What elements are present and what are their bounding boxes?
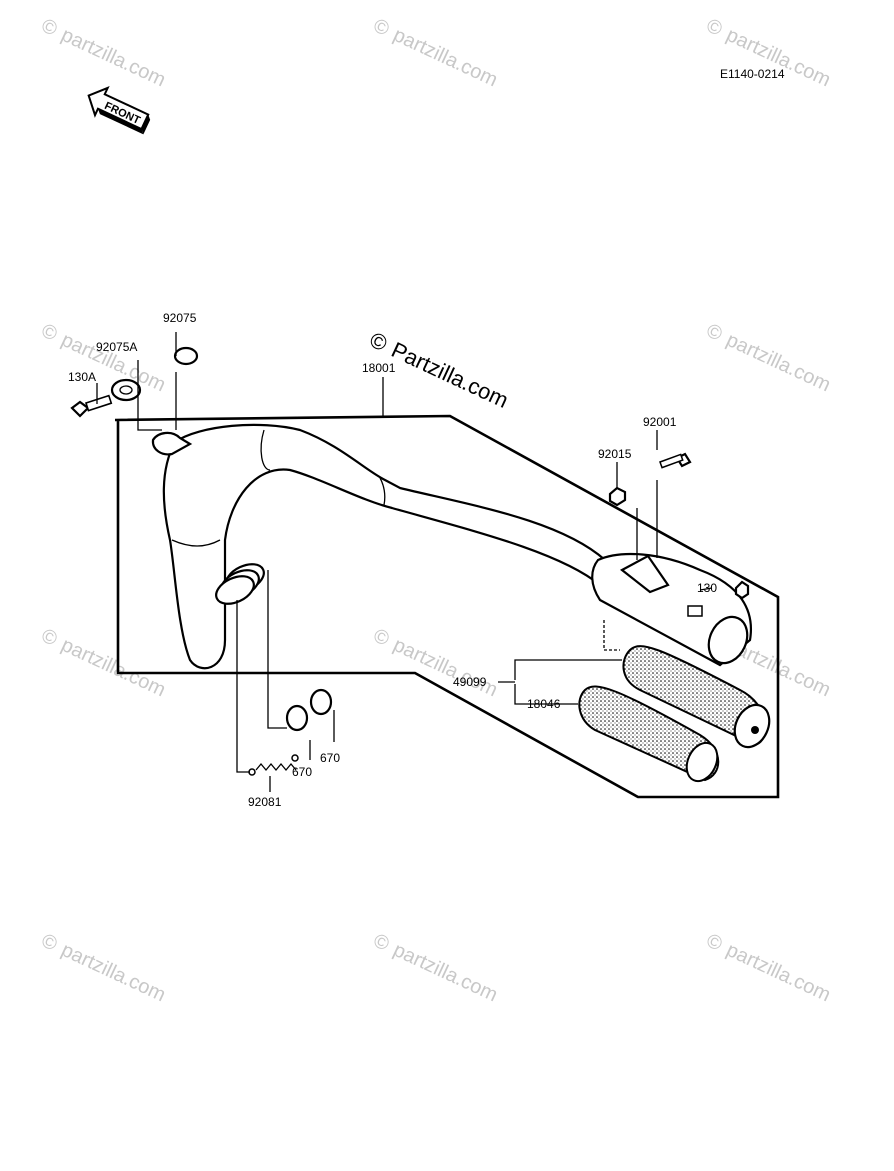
watermark-7: ©partzilla.com: [370, 625, 501, 702]
label-130: 130: [697, 581, 717, 595]
leader-92075A: [137, 360, 162, 431]
leader-muffler-dash: [603, 620, 620, 651]
leader-92081: [236, 600, 250, 773]
svg-text:©: ©: [370, 15, 393, 41]
label-92075A: 92075A: [96, 340, 137, 354]
svg-text:©: ©: [38, 15, 61, 41]
watermark-6: ©partzilla.com: [38, 625, 169, 702]
svg-text:partzilla.com: partzilla.com: [723, 24, 834, 91]
diagram-code: E1140-0214: [720, 67, 785, 81]
svg-text:©: ©: [703, 930, 726, 956]
svg-text:©: ©: [370, 930, 393, 956]
svg-text:partzilla.com: partzilla.com: [58, 24, 169, 91]
muffler-body: [591, 552, 752, 667]
chamber-bracket: [151, 431, 193, 456]
part-92075-damper: [173, 346, 199, 366]
label-92081: 92081: [248, 795, 282, 809]
part-92081-spring: [248, 754, 299, 776]
watermark-9: ©partzilla.com: [38, 930, 169, 1007]
label-18001: 18001: [362, 361, 396, 375]
svg-text:©: ©: [703, 320, 726, 346]
watermark-10: ©partzilla.com: [370, 930, 501, 1007]
svg-text:partzilla.com: partzilla.com: [390, 24, 501, 91]
exhaust-chamber: [162, 423, 607, 670]
part-670-oring-a: [285, 704, 309, 732]
svg-text:©: ©: [38, 625, 61, 651]
part-18046-packing: [578, 685, 720, 783]
muffler-bracket: [620, 554, 670, 594]
copyright-symbol: ©: [366, 327, 391, 357]
svg-text:partzilla.com: partzilla.com: [58, 939, 169, 1006]
svg-text:partzilla.com: partzilla.com: [58, 634, 169, 701]
leader-670-a: [267, 570, 287, 729]
label-92075: 92075: [163, 311, 197, 325]
label-670-b: 670: [320, 751, 340, 765]
watermark-5: ©partzilla.com: [703, 320, 834, 397]
front-arrow-icon: FRONT: [87, 86, 151, 135]
leader-49099: [514, 659, 622, 680]
part-670-oring-b: [309, 688, 333, 716]
part-92075A-collar: [110, 378, 142, 402]
part-92015-nut: [608, 486, 627, 507]
part-130-bolt: [687, 580, 750, 617]
svg-text:partzilla.com: partzilla.com: [723, 329, 834, 396]
svg-text:©: ©: [38, 320, 61, 346]
part-92001-bolt: [659, 452, 692, 469]
watermark-4: ©partzilla.com: [38, 320, 169, 397]
svg-text:©: ©: [38, 930, 61, 956]
label-92001: 92001: [643, 415, 677, 429]
leader-18046: [514, 684, 578, 705]
watermark-1: ©partzilla.com: [38, 15, 169, 92]
label-18046: 18046: [527, 697, 561, 711]
leader-130: [699, 587, 713, 591]
assembly-frame: [114, 414, 780, 799]
svg-text:©: ©: [370, 625, 393, 651]
label-670-a: 670: [292, 765, 312, 779]
watermark-2: ©partzilla.com: [370, 15, 501, 92]
part-130A-bolt: [70, 394, 113, 418]
part-49099-packing: [622, 645, 771, 749]
svg-text:©: ©: [703, 15, 726, 41]
watermark-11: ©partzilla.com: [703, 930, 834, 1007]
exhaust-inlet: [215, 563, 265, 605]
label-130A: 130A: [68, 370, 96, 384]
svg-text:partzilla.com: partzilla.com: [723, 939, 834, 1006]
label-49099: 49099: [453, 675, 487, 689]
label-92015: 92015: [598, 447, 632, 461]
center-watermark-brand: Partzilla.com: [388, 337, 513, 413]
svg-text:partzilla.com: partzilla.com: [390, 939, 501, 1006]
